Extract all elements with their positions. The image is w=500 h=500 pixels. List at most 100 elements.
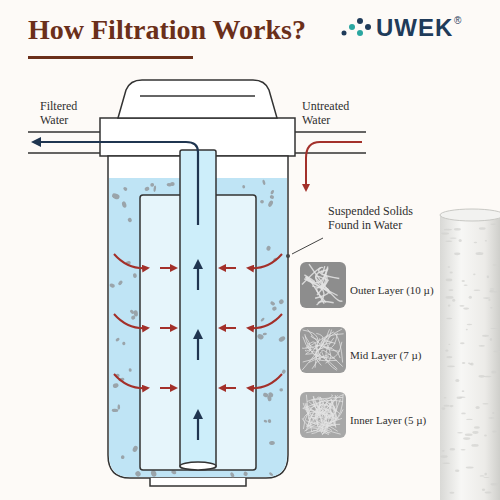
particle xyxy=(281,369,286,375)
cartridge-texture xyxy=(440,224,500,494)
brand-name: UWEK xyxy=(376,14,453,42)
particle xyxy=(121,455,125,459)
texture-speck xyxy=(457,396,463,399)
particle xyxy=(117,280,123,286)
texture-speck xyxy=(444,397,447,399)
texture-speck xyxy=(480,475,485,476)
particle xyxy=(117,404,120,410)
texture-speck xyxy=(465,434,473,436)
texture-speck xyxy=(491,483,499,486)
leader-line xyxy=(286,238,323,258)
particle xyxy=(267,200,274,208)
texture-speck xyxy=(467,324,472,326)
texture-speck xyxy=(452,299,455,302)
texture-speck xyxy=(459,239,462,242)
texture-speck xyxy=(454,228,461,231)
particle xyxy=(262,392,268,398)
fibre xyxy=(322,425,341,434)
texture-speck xyxy=(492,412,494,414)
texture-speck xyxy=(474,426,480,428)
registered-mark: ® xyxy=(454,15,461,26)
texture-speck xyxy=(449,405,453,407)
particle xyxy=(260,317,265,322)
texture-speck xyxy=(449,492,454,494)
diagram-title: How Filtration Works? xyxy=(28,14,306,46)
particle xyxy=(270,301,276,306)
texture-speck xyxy=(469,363,472,365)
particle xyxy=(242,185,245,189)
fibre xyxy=(314,333,323,349)
texture-speck xyxy=(484,434,487,436)
texture-speck xyxy=(463,308,469,310)
texture-speck xyxy=(491,370,496,373)
texture-speck xyxy=(447,365,455,367)
texture-speck xyxy=(493,291,499,293)
texture-speck xyxy=(490,328,498,329)
texture-speck xyxy=(490,338,492,341)
texture-speck xyxy=(493,351,500,353)
texture-speck xyxy=(487,275,489,278)
particle xyxy=(128,368,132,372)
texture-speck xyxy=(479,345,485,347)
texture-speck xyxy=(462,280,465,282)
texture-speck xyxy=(446,356,452,358)
texture-speck xyxy=(462,362,466,364)
texture-speck xyxy=(455,469,459,472)
particle xyxy=(260,200,264,204)
texture-speck xyxy=(464,284,468,286)
flow-label: Filtered Water xyxy=(40,100,98,128)
particle xyxy=(243,471,249,477)
texture-speck xyxy=(445,349,448,351)
texture-speck xyxy=(489,417,495,419)
texture-speck xyxy=(446,296,454,299)
particle xyxy=(268,472,273,477)
housing-head xyxy=(100,80,295,156)
texture-speck xyxy=(490,307,492,308)
layer-swatches xyxy=(300,262,346,438)
fibre xyxy=(308,403,333,418)
layer-label: Outer Layer (10 µ) xyxy=(350,284,434,297)
texture-speck xyxy=(482,335,489,337)
texture-speck xyxy=(462,390,465,392)
particle xyxy=(121,201,127,209)
cartridge-photo xyxy=(440,209,500,500)
texture-speck xyxy=(450,237,457,238)
fibre xyxy=(332,342,342,358)
particle xyxy=(132,445,139,453)
texture-speck xyxy=(490,224,495,225)
texture-speck xyxy=(448,266,451,268)
texture-speck xyxy=(461,449,466,450)
particle xyxy=(122,342,126,346)
logo-icon xyxy=(342,18,372,36)
texture-speck xyxy=(485,240,487,242)
fibre xyxy=(305,334,329,357)
fibre xyxy=(322,395,342,422)
particle xyxy=(153,185,156,192)
fibre xyxy=(305,354,337,370)
texture-speck xyxy=(445,240,452,242)
texture-speck xyxy=(476,406,480,409)
particle xyxy=(267,419,271,424)
particle xyxy=(112,409,119,413)
particle xyxy=(133,310,138,317)
fibre xyxy=(334,333,342,363)
texture-speck xyxy=(461,413,466,415)
texture-speck xyxy=(448,304,450,306)
texture-speck xyxy=(473,274,475,276)
particle xyxy=(109,283,115,288)
texture-speck xyxy=(446,318,452,319)
fibre xyxy=(315,286,329,299)
texture-speck xyxy=(442,462,450,464)
particle xyxy=(272,306,278,311)
fibre xyxy=(321,334,343,348)
texture-speck xyxy=(463,437,470,440)
particle xyxy=(123,186,128,191)
texture-speck xyxy=(459,305,464,307)
texture-speck xyxy=(485,491,492,493)
texture-speck xyxy=(466,329,468,331)
fibre xyxy=(306,395,312,426)
texture-speck xyxy=(488,299,490,301)
fibre xyxy=(326,338,337,371)
texture-speck xyxy=(448,289,453,291)
particle xyxy=(266,245,272,251)
